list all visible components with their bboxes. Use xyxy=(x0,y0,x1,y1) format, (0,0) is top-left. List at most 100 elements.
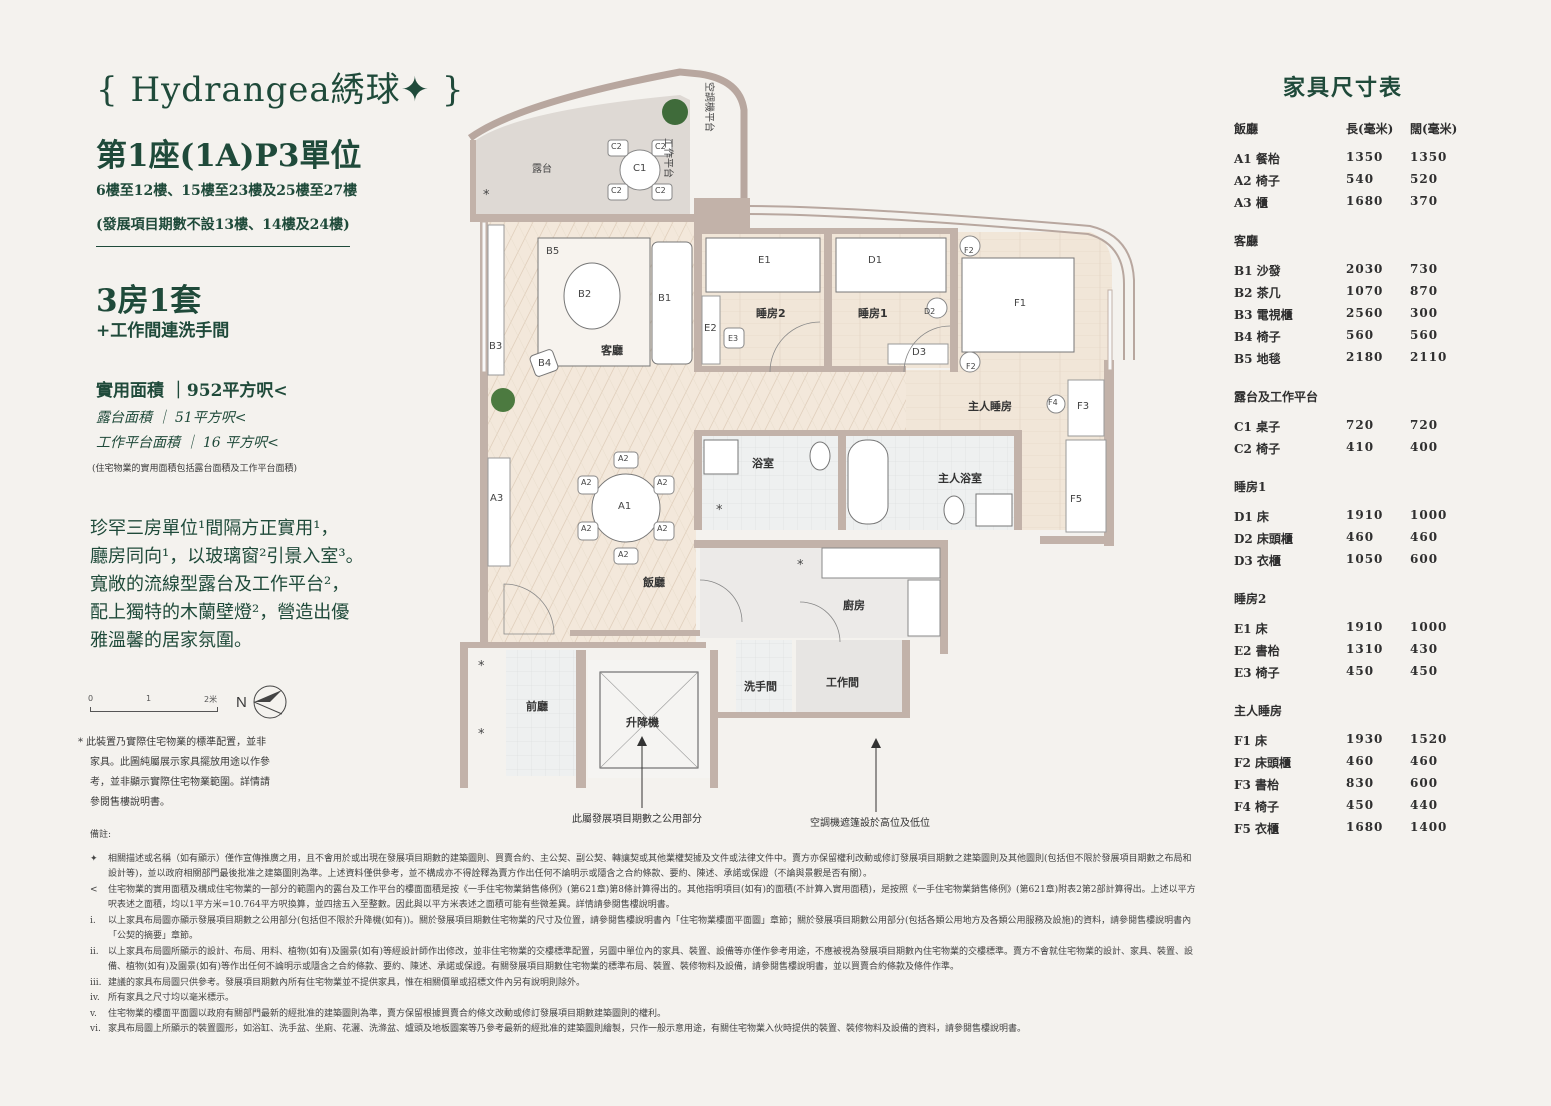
note-item: v.住宅物業的樓面平面圖以政府有關部門最新的經批准的建築圖則為準，賣方保留根據買… xyxy=(90,1007,1200,1023)
furniture-code: E1 xyxy=(758,255,771,266)
master-curve-wall xyxy=(747,213,1125,360)
north-arrow: N xyxy=(236,684,288,720)
rooms-subtitle: +工作間連洗手間 xyxy=(96,321,230,341)
corridor-floor xyxy=(696,370,906,430)
furniture-length: 1050 xyxy=(1346,552,1384,566)
furniture-item: D1 床 xyxy=(1234,510,1269,524)
chair-c2 xyxy=(651,139,673,157)
furniture-width: 460 xyxy=(1410,754,1439,768)
room-label-toilet: 洗手間 xyxy=(744,680,777,693)
note-marker: ✦ xyxy=(90,853,98,864)
room-label-bathroom: 浴室 xyxy=(752,457,774,470)
furniture-code: E3 xyxy=(728,334,739,343)
furniture-length: 1680 xyxy=(1346,820,1384,834)
lift-floor xyxy=(588,660,710,778)
callout-ac-hood: 空調機遮篷設於高位及低位 xyxy=(810,818,930,829)
chair-e3 xyxy=(723,327,745,349)
furniture-width: 870 xyxy=(1410,284,1439,298)
furniture-item: B4 椅子 xyxy=(1234,330,1281,344)
furniture-code: D3 xyxy=(912,347,927,358)
desk-e2 xyxy=(701,295,721,365)
plant-icon xyxy=(491,388,515,412)
note-item: ✦相關描述或名稱（如有顯示）僅作宣傳推廣之用，且不會用於或出現在發展項目期數的建… xyxy=(90,852,1200,883)
note-text: 家具布局圖上所顯示的裝置圖形，如浴缸、洗手盆、坐廁、花灑、洗滌盆、爐頭及地板圖案… xyxy=(108,1024,1027,1034)
section-name: 主人睡房 xyxy=(1234,704,1283,718)
window xyxy=(1107,289,1113,371)
notes: 備註: ✦相關描述或名稱（如有顯示）僅作宣傳推廣之用，且不會用於或出現在發展項目… xyxy=(90,828,1200,1038)
room-label-lift: 升降機 xyxy=(626,716,659,729)
lift-car xyxy=(599,671,699,769)
furniture-code: D2 xyxy=(924,307,936,316)
section-name: 睡房1 xyxy=(1234,480,1267,494)
room-label-ac-platform: 空調機平台 xyxy=(703,82,714,132)
bed-f1 xyxy=(961,257,1075,353)
dining-chairs-a2 xyxy=(577,451,675,565)
furniture-code: F1 xyxy=(1014,298,1027,309)
furniture-length: 1350 xyxy=(1346,150,1384,164)
note-text: 建議的家具布局圖只供參考。發展項目期數內所有住宅物業並不提供家具，惟在相關價單或… xyxy=(108,977,586,988)
furniture-item: D3 衣櫃 xyxy=(1234,554,1281,568)
note-item: ii.以上家具布局圖所顯示的設計、布局、用料、植物(如有)及園景(如有)等經設計… xyxy=(90,945,1200,976)
furniture-width: 720 xyxy=(1410,418,1439,432)
lift-cross xyxy=(599,671,699,769)
furniture-code: B5 xyxy=(546,246,560,257)
room-label-master-bath: 主人浴室 xyxy=(938,472,982,485)
col-length: 長(毫米) xyxy=(1346,122,1394,136)
note-marker: vi. xyxy=(90,1024,101,1034)
furniture-width: 1000 xyxy=(1410,508,1448,522)
walls xyxy=(460,140,1114,788)
saleable-area: 實用面積 ｜952平方呎< xyxy=(96,381,288,401)
bathtub-icon xyxy=(847,439,889,525)
furniture-item: F1 床 xyxy=(1234,734,1268,748)
section-name: 露台及工作平台 xyxy=(1234,390,1319,404)
furniture-width: 1350 xyxy=(1410,150,1448,164)
room-label-living: 客廳 xyxy=(601,344,623,357)
furniture-code: A2 xyxy=(581,524,592,533)
room-label-master: 主人睡房 xyxy=(968,400,1012,413)
kitchen-counter xyxy=(821,547,941,579)
furniture-length: 1910 xyxy=(1346,508,1384,522)
furniture-length: 1310 xyxy=(1346,642,1384,656)
furniture-item: C2 椅子 xyxy=(1234,442,1281,456)
furniture-code: C1 xyxy=(633,163,647,174)
divider xyxy=(96,246,350,247)
section-name: 客廳 xyxy=(1234,234,1259,248)
toilet-floor xyxy=(736,640,792,712)
furniture-width: 2110 xyxy=(1410,350,1448,364)
furniture-item: F2 床頭櫃 xyxy=(1234,756,1292,770)
furniture-item: E3 椅子 xyxy=(1234,666,1280,680)
cabinet-a3 xyxy=(487,457,511,567)
furniture-width: 1400 xyxy=(1410,820,1448,834)
furniture-item: A3 櫃 xyxy=(1234,196,1268,210)
room-label-foyer: 前廳 xyxy=(526,700,548,713)
basin-icon xyxy=(975,493,1013,527)
furniture-width: 370 xyxy=(1410,194,1439,208)
furniture-code: C2 xyxy=(611,142,622,151)
furniture-code: A2 xyxy=(657,524,668,533)
notes-list: ✦相關描述或名稱（如有顯示）僅作宣傳推廣之用，且不會用於或出現在發展項目期數的建… xyxy=(90,852,1200,1038)
note-text: 住宅物業的樓面平面圖以政府有關部門最新的經批准的建築圖則為準，賣方保留根據買賣合… xyxy=(108,1008,667,1019)
kitchen-counter xyxy=(907,579,941,637)
coffee-table-b2 xyxy=(563,262,621,330)
section-name: 飯廳 xyxy=(1234,122,1259,136)
bedside-f2 xyxy=(959,235,981,257)
furniture-code: B2 xyxy=(578,289,592,300)
furniture-code: A2 xyxy=(618,454,629,463)
bedside-f2 xyxy=(959,351,981,373)
furniture-length: 560 xyxy=(1346,328,1375,342)
furniture-item: A1 餐枱 xyxy=(1234,152,1280,166)
furniture-code: C2 xyxy=(655,186,666,195)
furniture-code: F2 xyxy=(964,246,974,255)
furniture-code: C2 xyxy=(611,186,622,195)
furniture-item: E1 床 xyxy=(1234,622,1268,636)
brand-title: { Hydrangea綉球✦ } xyxy=(96,70,465,110)
furniture-width: 560 xyxy=(1410,328,1439,342)
note-text: 所有家具之尺寸均以毫米標示。 xyxy=(108,993,235,1003)
chair-c2 xyxy=(607,139,629,157)
furniture-item: B1 沙發 xyxy=(1234,264,1281,278)
table-c1 xyxy=(619,149,661,191)
bed-d1 xyxy=(835,237,947,293)
furniture-item: F3 書枱 xyxy=(1234,778,1280,792)
scale-label: 1 xyxy=(146,694,152,703)
chair-c2 xyxy=(607,183,629,201)
